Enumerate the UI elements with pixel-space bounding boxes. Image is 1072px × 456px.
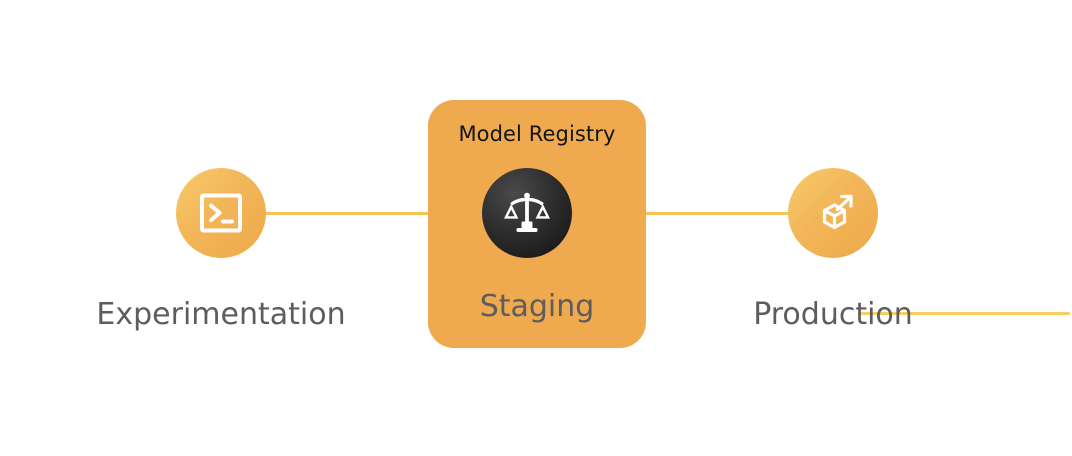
staging-card[interactable]: Model Registry Staging <box>428 100 1070 348</box>
stage-label-experimentation: Experimentation <box>96 297 346 332</box>
model-registry-title: Model Registry <box>458 122 616 146</box>
connector-staging-to-production <box>636 212 808 215</box>
balance-scales-icon <box>504 192 550 232</box>
stage-node-model-registry[interactable] <box>482 168 572 258</box>
connector-through-staging <box>858 312 1070 315</box>
cube-arrow-icon <box>822 194 853 230</box>
terminal-icon <box>200 193 242 233</box>
stage-node-experimentation[interactable] <box>176 168 266 258</box>
stage-label-staging: Staging <box>479 289 595 324</box>
stage-label-production: Production <box>753 297 913 332</box>
stage-node-production[interactable] <box>788 168 878 258</box>
connector-experimentation-to-staging <box>258 212 438 215</box>
